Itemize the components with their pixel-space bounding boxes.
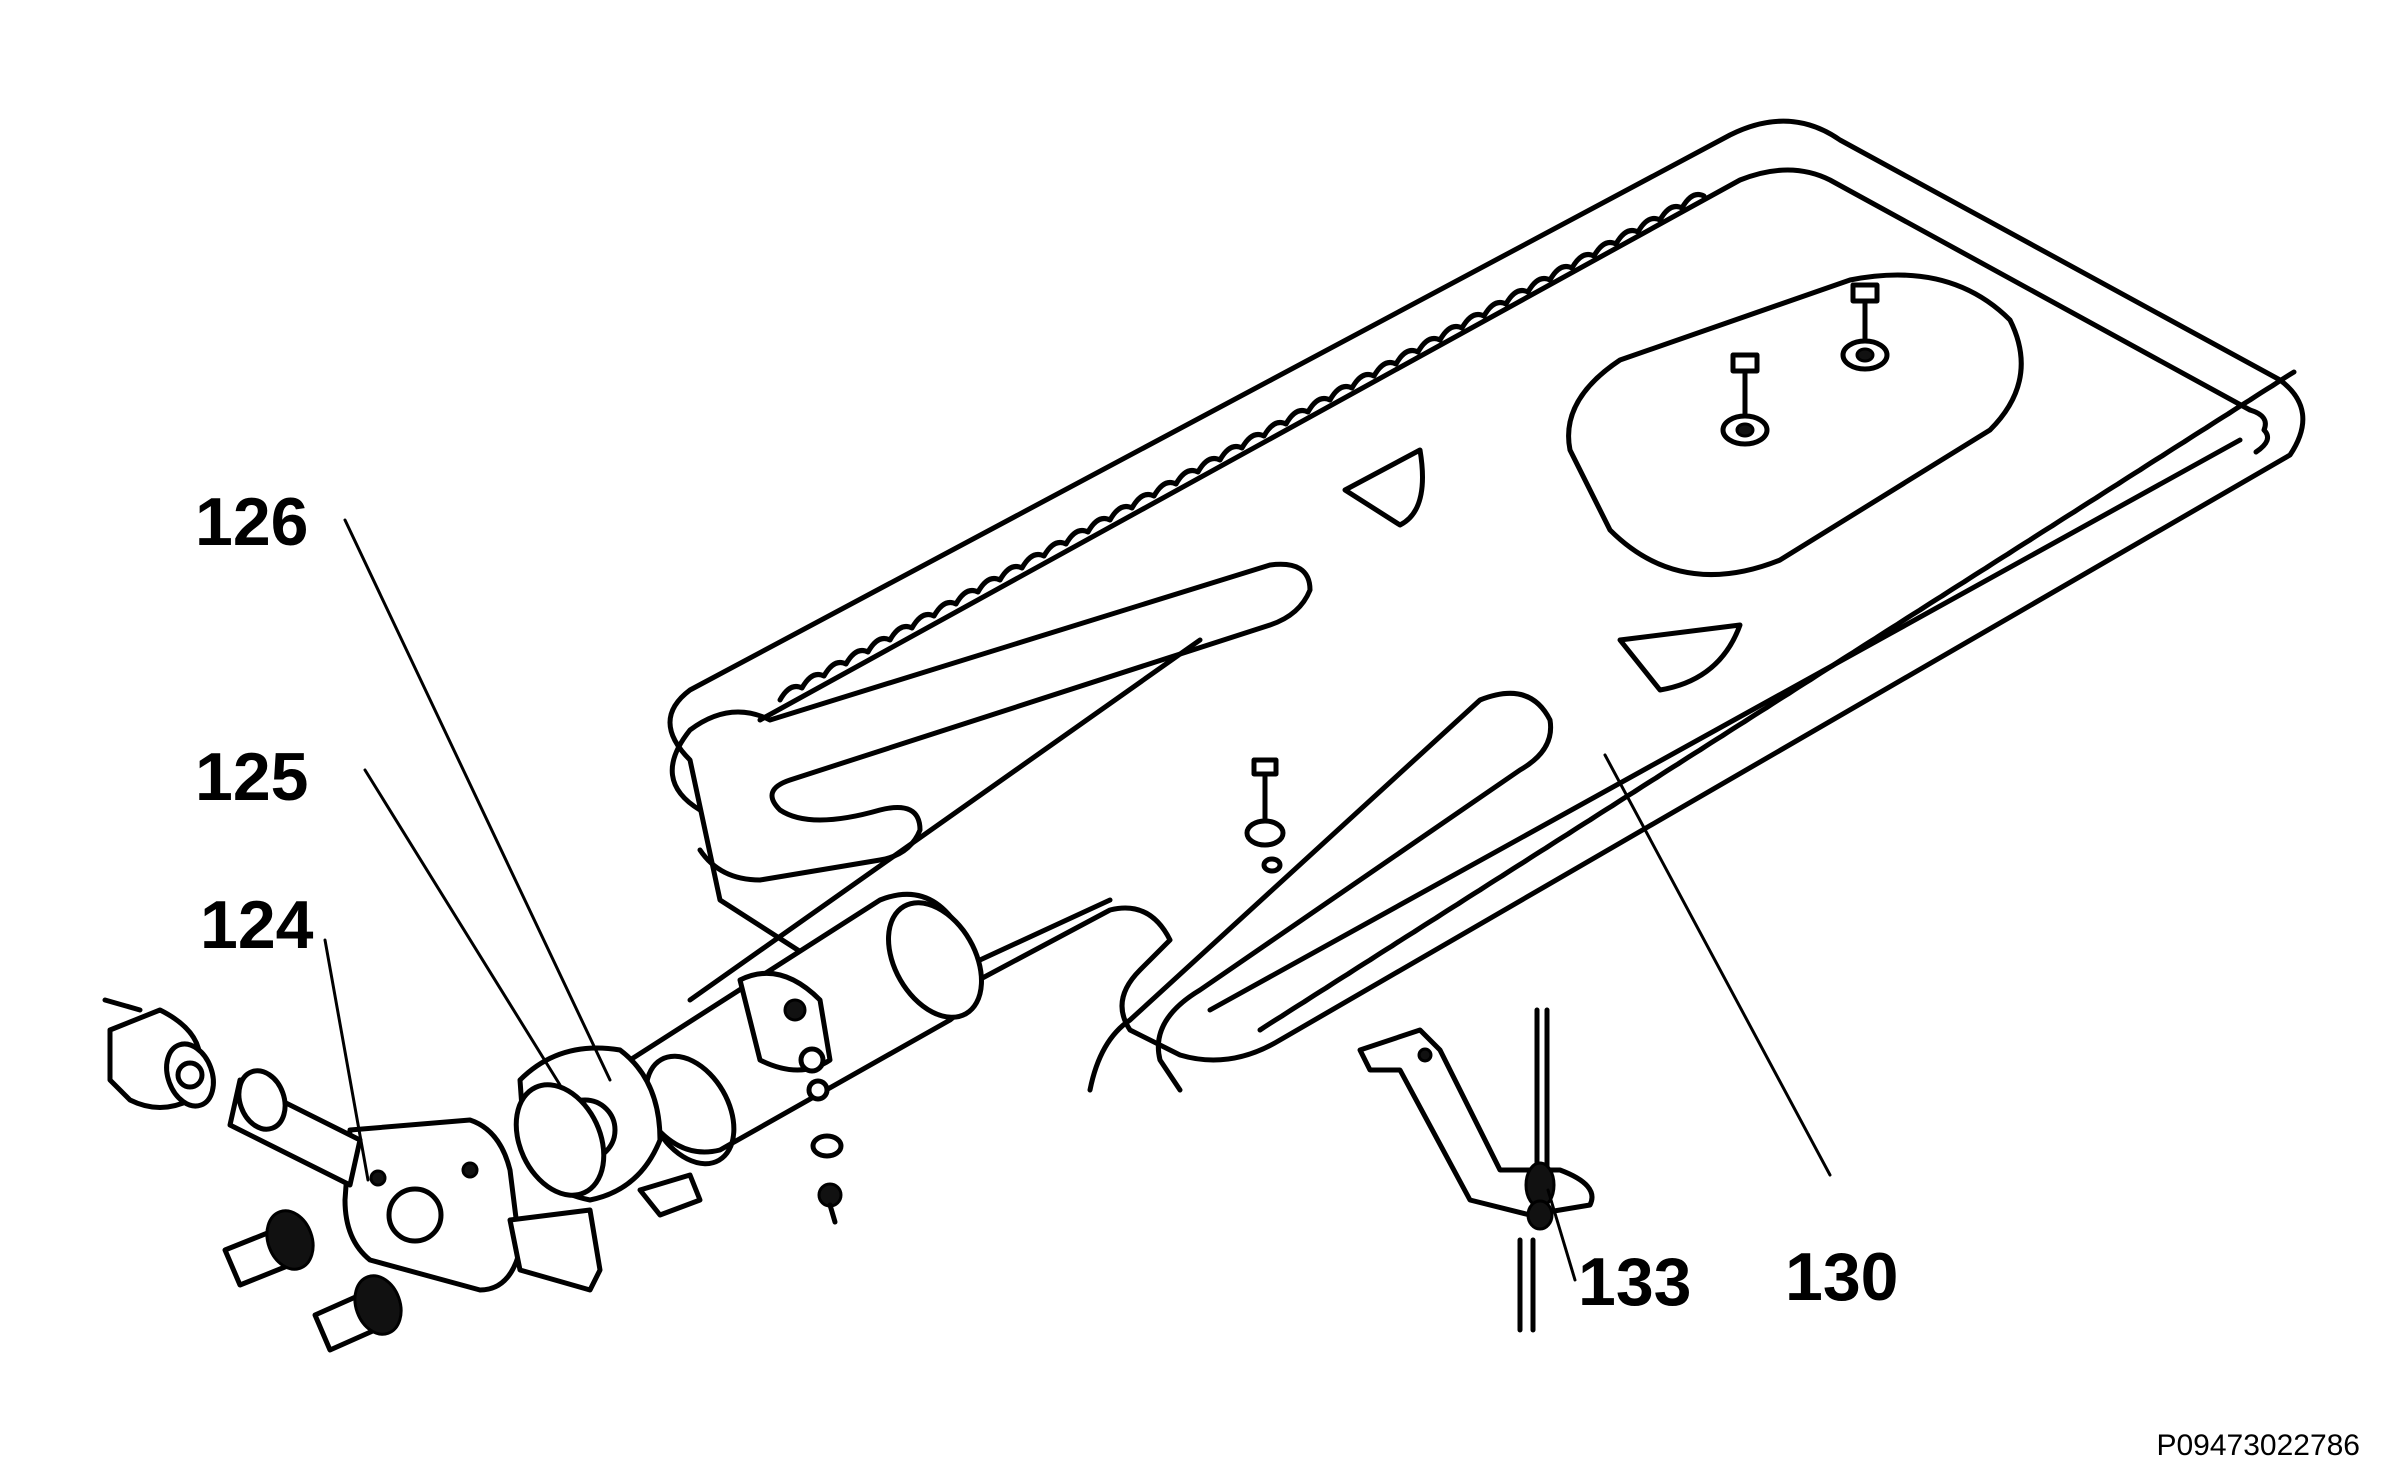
- valve-bracket-part-124: [342, 1117, 603, 1293]
- callout-125: 125: [195, 739, 308, 815]
- igniter-electrode-part-133: [1357, 1007, 1595, 1333]
- reference-code: P09473022786: [2156, 1429, 2360, 1462]
- leader-130: [1603, 753, 1832, 1177]
- vent-upper: [1342, 447, 1425, 528]
- mounting-screw-2: [312, 1274, 403, 1353]
- orifice-holder-part-125: [513, 1082, 607, 1198]
- callout-126: 126: [195, 484, 308, 560]
- leader-126: [343, 518, 612, 1082]
- callout-133: 133: [1578, 1244, 1691, 1320]
- burner-ports-top: [777, 192, 1707, 703]
- burner-ports-bottom: [1257, 369, 2297, 1033]
- leader-lines: [323, 518, 1832, 1282]
- vent-lower: [1617, 622, 1743, 693]
- gas-valve-stem: [102, 997, 363, 1188]
- mixer-tube: [627, 891, 984, 1167]
- leader-125: [363, 768, 562, 1087]
- callout-124: 124: [200, 887, 314, 963]
- plate-bolt-2: [1840, 282, 1890, 372]
- leader-124: [323, 938, 370, 1182]
- plate-bolt-1: [1720, 352, 1770, 447]
- callout-130: 130: [1785, 1239, 1898, 1315]
- mounting-screw-1: [222, 1209, 315, 1288]
- middle-bolt: [1244, 757, 1286, 874]
- oval-plate: [1566, 272, 2024, 578]
- loose-screw: [810, 1133, 844, 1225]
- leader-133: [1546, 1188, 1577, 1282]
- burner-tube-lower: [1087, 690, 1554, 1093]
